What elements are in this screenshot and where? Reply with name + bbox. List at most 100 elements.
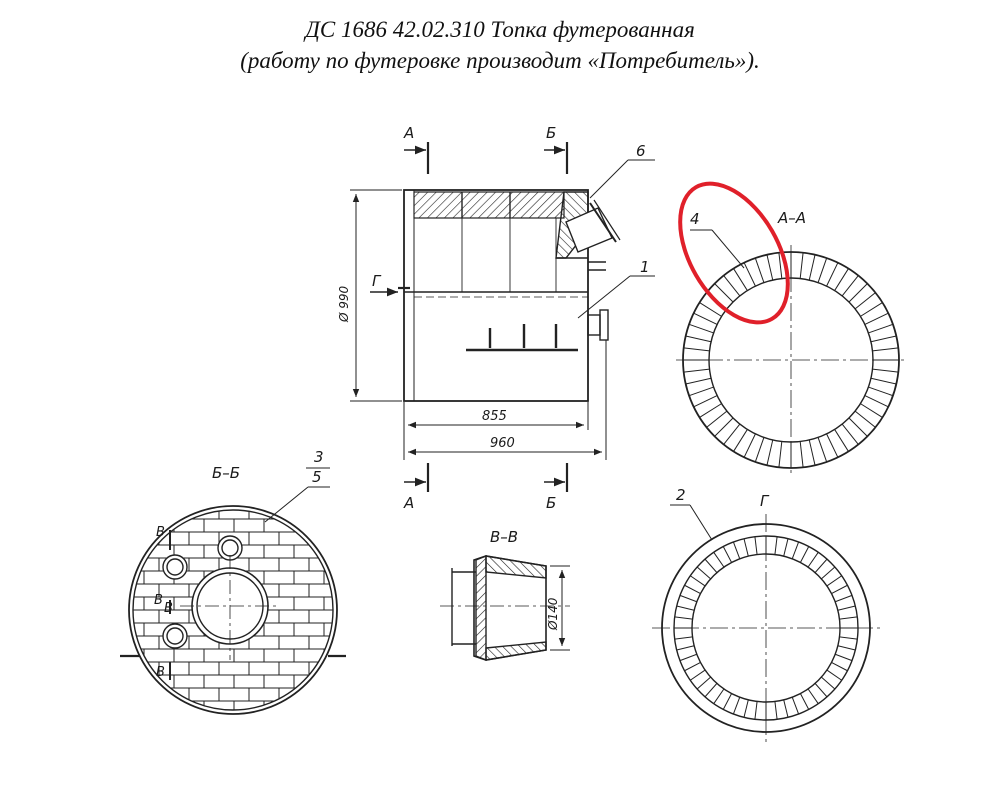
label-pos-6: 6 bbox=[636, 142, 646, 160]
aa-lining-segment bbox=[841, 275, 859, 297]
aa-lining-segment bbox=[714, 417, 734, 437]
aa-lining-segment bbox=[683, 347, 710, 352]
g-lining-segment bbox=[791, 541, 800, 559]
g-lining-segment bbox=[713, 688, 725, 704]
aa-lining-segment bbox=[854, 410, 876, 428]
label-dim-nozzle: Ø140 bbox=[546, 597, 560, 631]
title-line-1: ДС 1686 42.02.310 Топка футерованная bbox=[305, 17, 695, 42]
aa-lining-segment bbox=[868, 386, 894, 397]
label-section-v-2: В bbox=[154, 593, 163, 608]
label-pos-5: 5 bbox=[312, 468, 322, 486]
g-lining-segment bbox=[814, 558, 828, 573]
label-pos-4: 4 bbox=[690, 210, 700, 228]
aa-lining-segment bbox=[766, 439, 774, 466]
label-section-b-top: Б bbox=[546, 124, 556, 142]
title-line-2: (работу по футеровке производит «Потреби… bbox=[240, 48, 760, 73]
g-lining-segment bbox=[676, 645, 695, 651]
label-section-v-3: В bbox=[164, 601, 173, 616]
aa-lining-segment bbox=[778, 441, 783, 468]
g-lining-segment bbox=[674, 636, 693, 640]
aa-lining-segment bbox=[754, 257, 765, 283]
aa-lining-segment bbox=[799, 441, 804, 468]
g-lining-segment bbox=[839, 616, 858, 620]
g-lining-segment bbox=[690, 669, 706, 681]
aa-lining-segment bbox=[799, 252, 804, 279]
aa-lining-segment bbox=[754, 437, 765, 463]
g-lining-segment bbox=[774, 701, 778, 720]
g-lining-segment bbox=[791, 697, 800, 715]
g-lining-segment bbox=[743, 538, 749, 557]
aa-lining-segment bbox=[808, 254, 816, 281]
g-lining-segment bbox=[754, 701, 758, 720]
aa-lining-segment bbox=[743, 262, 756, 287]
g-lining-segment bbox=[831, 584, 848, 595]
aa-lining-segment bbox=[860, 302, 883, 317]
aa-lining-segment bbox=[714, 283, 734, 303]
dimension-diameter bbox=[350, 189, 402, 402]
g-lining-segment bbox=[690, 575, 706, 587]
label-view-aa: А–А bbox=[777, 209, 806, 227]
g-lining-segment bbox=[814, 683, 828, 698]
aa-lining-segment bbox=[854, 292, 876, 310]
g-lining-segment bbox=[743, 699, 749, 718]
aa-lining-segment bbox=[870, 377, 897, 385]
label-section-a-top: А bbox=[403, 124, 414, 142]
g-lining-segment bbox=[783, 699, 789, 718]
aa-lining-segment bbox=[743, 433, 756, 458]
g-lining-segment bbox=[704, 683, 718, 698]
g-lining-segment bbox=[774, 536, 778, 555]
label-section-v-1: В bbox=[156, 525, 165, 540]
aa-lining-segment bbox=[872, 347, 899, 352]
aa-lining-segment bbox=[683, 368, 710, 373]
aa-lining-segment bbox=[841, 423, 859, 445]
aa-lining-segment bbox=[699, 403, 722, 418]
g-lining-segment bbox=[835, 594, 853, 603]
label-section-v-4: В bbox=[156, 665, 165, 680]
aa-lining-segment bbox=[685, 377, 712, 385]
aa-lining-segment bbox=[848, 417, 868, 437]
aa-lining-segment bbox=[826, 262, 839, 287]
aa-lining-segment bbox=[834, 429, 849, 452]
aa-lining-segment bbox=[723, 423, 741, 445]
g-lining-segment bbox=[696, 676, 711, 690]
label-section-g: Г bbox=[372, 272, 382, 290]
g-lining-segment bbox=[704, 558, 718, 573]
aa-lining-segment bbox=[693, 312, 718, 325]
g-lining-segment bbox=[696, 566, 711, 580]
highlight-ellipse bbox=[678, 181, 790, 325]
label-dim-855: 855 bbox=[482, 409, 507, 424]
aa-lining-segment bbox=[826, 433, 839, 458]
g-lining-segment bbox=[674, 616, 693, 620]
dimension-855 bbox=[403, 402, 589, 460]
g-lining-segment bbox=[807, 552, 819, 568]
aa-lining-segment bbox=[834, 268, 849, 291]
g-lining-segment bbox=[679, 653, 697, 662]
g-lining-segment bbox=[821, 566, 836, 580]
aa-lining-segment bbox=[723, 275, 741, 297]
burner-bars bbox=[466, 324, 578, 352]
drawing-title: ДС 1686 42.02.310 Топка футерованная (ра… bbox=[0, 14, 1000, 76]
g-lining-segment bbox=[826, 575, 842, 587]
g-lining-segment bbox=[807, 688, 819, 704]
dimension-960 bbox=[408, 340, 607, 460]
aa-lining-segment bbox=[870, 335, 897, 343]
aa-lining-segment bbox=[868, 323, 894, 334]
aa-lining-segment bbox=[733, 268, 748, 291]
g-lining-segment bbox=[831, 661, 848, 672]
lining-top bbox=[413, 191, 565, 219]
nozzle-6 bbox=[555, 191, 621, 271]
view-aa bbox=[676, 229, 906, 475]
g-lining-segment bbox=[684, 661, 701, 672]
label-view-g: Г bbox=[760, 492, 770, 510]
g-lining-segment bbox=[679, 594, 697, 603]
aa-lining-segment bbox=[778, 252, 783, 279]
aa-lining-segment bbox=[688, 323, 714, 334]
label-pos-1: 1 bbox=[640, 258, 650, 276]
aa-lining-segment bbox=[817, 257, 828, 283]
aa-lining-segment bbox=[808, 439, 816, 466]
aa-lining-segment bbox=[848, 283, 868, 303]
aa-lining-segment bbox=[860, 403, 883, 418]
aa-lining-segment bbox=[864, 312, 889, 325]
section-mark-b-bottom bbox=[544, 463, 569, 492]
